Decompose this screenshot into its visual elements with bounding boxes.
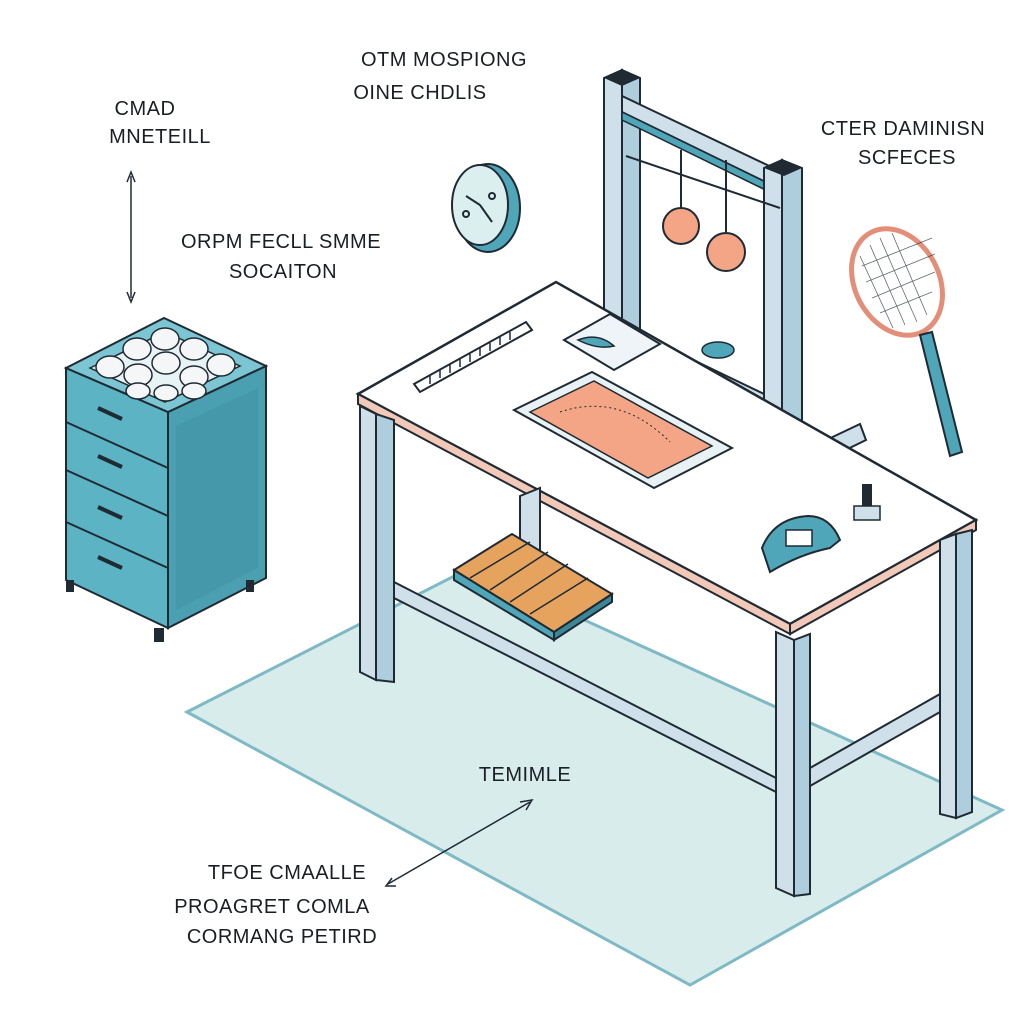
label-mid-left-2: SOCAITON xyxy=(228,261,338,283)
tennis-racket-icon xyxy=(849,226,964,458)
keyboard-icon xyxy=(412,320,534,394)
dimension-arrow xyxy=(126,169,136,305)
label-mid-left-1: ORPM FECLL SMME xyxy=(180,231,382,253)
hanging-ball-icon xyxy=(662,150,746,272)
mat-icon xyxy=(511,370,735,490)
label-top-center-1: OTM MOSPIONG xyxy=(361,49,527,71)
label-bottom-left-3: CORMANG PETIRD xyxy=(186,926,378,948)
box-icon xyxy=(452,532,614,642)
label-top-left-1: CMAD xyxy=(114,98,176,120)
label-bottom-left-1: TFOE CMAALLE xyxy=(207,862,367,884)
label-floor: TEMIMLE xyxy=(478,764,572,786)
pointer-arrow xyxy=(384,798,534,887)
wall-clock-icon xyxy=(451,163,521,253)
label-top-left-2: MNETEILL xyxy=(109,126,211,148)
label-top-center-2: OINE CHDLIS xyxy=(353,82,487,104)
tool-icon xyxy=(562,312,735,372)
floor-mat xyxy=(183,566,1006,987)
label-top-right-1: CTER DAMINISN xyxy=(820,118,986,140)
storage-cabinet-icon xyxy=(63,316,269,642)
label-bottom-left-2: PROAGRET COMLA xyxy=(174,896,370,918)
label-top-right-2: SCFECES xyxy=(858,147,956,169)
clamp-icon xyxy=(760,484,881,574)
